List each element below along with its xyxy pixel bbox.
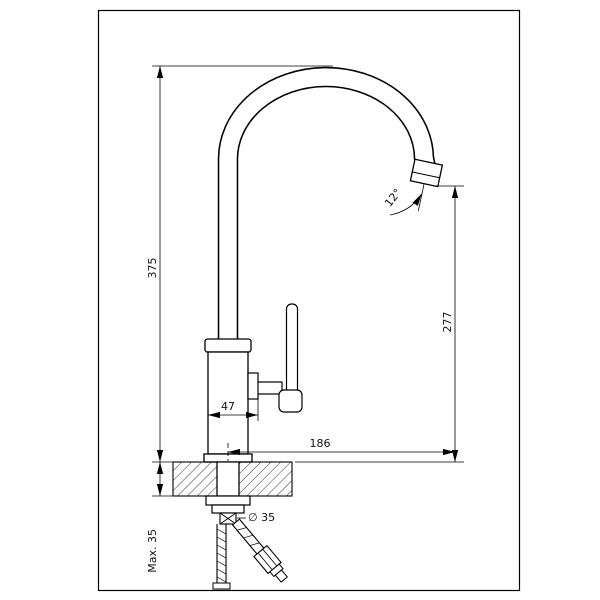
dim-label-outlet-angle: 12° (382, 186, 404, 209)
faucet-spout (217, 66, 444, 352)
supply-hose-vertical (212, 524, 231, 590)
shank-thread-stub (219, 512, 237, 525)
counter-cross-section-right (238, 461, 293, 497)
cartridge-housing (247, 372, 259, 400)
dim-overall-height-375: 375 (146, 65, 333, 463)
spout-tube-outer (217, 66, 439, 352)
spout-nozzle (409, 158, 444, 188)
dim-label-hole-diameter: ∅ 35 (248, 511, 275, 524)
body-column (207, 351, 249, 455)
dim-base-width-47: 47 (208, 399, 259, 421)
angle-arc-arrow (389, 193, 422, 216)
drawing-border-frame (97, 9, 521, 592)
counter-cross-section-left (172, 461, 218, 497)
body-top-flange (204, 338, 252, 353)
spout-tube-inner (219, 68, 438, 352)
handle-lever-blade (285, 303, 299, 399)
dim-max-thickness-35: Max. 35 (146, 462, 206, 573)
threaded-shank (216, 461, 240, 497)
mounting-section (172, 461, 293, 525)
dim-label-max-thickness: Max. 35 (146, 529, 159, 573)
mounting-nut (211, 504, 245, 514)
hose-connector-tip (274, 569, 288, 583)
mounting-washer (205, 495, 251, 506)
dim-reach-186: 186 (227, 437, 455, 461)
dim-label-overall-height: 375 (146, 258, 159, 279)
faucet-handle (247, 303, 303, 413)
dim-outlet-height-277: 277 (295, 185, 464, 463)
dim-label-base-width: 47 (221, 400, 235, 413)
dim-label-reach: 186 (310, 437, 331, 450)
handle-pivot-knob (278, 389, 303, 413)
hose-end-fitting (212, 582, 231, 590)
dim-label-outlet-height: 277 (441, 312, 454, 333)
label-hole-diameter: ∅ 35 (237, 511, 275, 524)
supply-hose-diagonal (231, 518, 288, 583)
dim-outlet-angle-12deg: 12° (382, 183, 425, 216)
